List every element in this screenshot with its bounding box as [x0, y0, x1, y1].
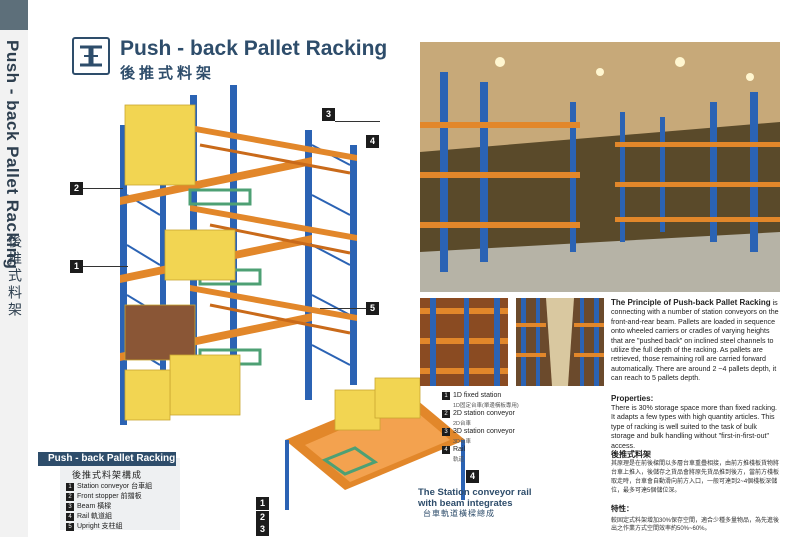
callout-1-small: 1 [256, 497, 269, 510]
station-label-cn: 1D固定台車(單邊橫板專用) [453, 403, 519, 409]
legend-label: Front stopper 前擋板 [77, 493, 142, 500]
legend-header [38, 452, 176, 466]
station-label-cn: 軌道 [453, 457, 465, 463]
callout-line [83, 188, 123, 189]
legend-num: 4 [66, 513, 74, 521]
cn-section-title: 後推式料架 [611, 450, 651, 459]
beam-caption-line2: with beam integrates [418, 498, 513, 509]
callout-4: 4 [366, 135, 379, 148]
legend-box [60, 458, 180, 530]
legend-label: Upright 支柱組 [77, 523, 123, 530]
callout-line [335, 121, 380, 122]
callout-line [83, 266, 128, 267]
station-label: 3D station conveyor [453, 428, 515, 435]
cn-section-body: 其原理是在前後樑間以多層台車重疊相接，由前方推棧板貨物將台車上推入，後儲存之貨品… [611, 461, 780, 494]
station-label-cn: 2D台車 [453, 421, 472, 427]
station-num: 4 [442, 446, 450, 454]
principle-body: is connecting with a number of station c… [611, 299, 779, 383]
legend-title: Push - back Pallet Racking [48, 453, 176, 464]
callout-3: 3 [322, 108, 335, 121]
legend-num: 1 [66, 483, 74, 491]
beam-rail-illustration [285, 377, 465, 510]
station-num: 3 [442, 428, 450, 436]
legend-label: Station conveyor 台車組 [77, 483, 153, 490]
callout-4-small: 4 [466, 470, 479, 483]
properties-body: There is 30% storage space more than fix… [611, 404, 777, 450]
callout-line [320, 308, 366, 309]
station-label: 2D station conveyor [453, 410, 515, 417]
principle-title: The Principle of Push-back Pallet Rackin… [611, 298, 771, 307]
feature-body: 較固定式料架增加30%保存空間，適合少種多量物品，為先進後出之作業方式空間效率約… [611, 518, 780, 532]
feature-title: 特性： [611, 504, 634, 513]
page-title: Push - back Pallet Racking [120, 37, 388, 60]
station-label: 1D fixed station [453, 392, 502, 399]
legend-label: Beam 橫樑 [77, 503, 112, 510]
rack-logo-icon [72, 37, 110, 75]
principle-text: The Principle of Push-back Pallet Rackin… [611, 298, 781, 384]
callout-5: 5 [366, 302, 379, 315]
legend-label: Rail 軌道組 [77, 513, 113, 520]
callout-2: 2 [70, 182, 83, 195]
legend-num: 5 [66, 523, 74, 531]
page-title-cn: 後推式料架 [120, 65, 216, 82]
legend-num: 3 [66, 503, 74, 511]
beam-caption-cn: 台車軌道橫樑總成 [423, 509, 495, 518]
callout-3-small: 3 [256, 523, 269, 536]
beam-caption-line1: The Station conveyor rail [418, 487, 532, 498]
beam-caption: The Station conveyor rail with beam inte… [418, 487, 532, 509]
station-num: 1 [442, 392, 450, 400]
side-title: Push - back Pallet Racking [3, 40, 22, 270]
station-num: 2 [442, 410, 450, 418]
callout-2-small: 2 [256, 511, 269, 524]
properties-title: Properties: [611, 394, 654, 403]
legend-title-cn: 後推式料架構成 [72, 470, 143, 480]
warehouse-photo [420, 42, 780, 292]
push-back-rack-illustration [120, 85, 357, 425]
station-label-cn: 3D台車 [453, 439, 472, 445]
rack-detail-photo [420, 298, 508, 386]
callout-1: 1 [70, 260, 83, 273]
legend-num: 2 [66, 493, 74, 501]
side-corner-block [0, 0, 28, 30]
side-strip [0, 0, 28, 537]
station-label: Rail [453, 446, 466, 453]
side-title-cn: 後推式料架 [7, 234, 23, 319]
rack-aisle-photo [516, 298, 604, 386]
